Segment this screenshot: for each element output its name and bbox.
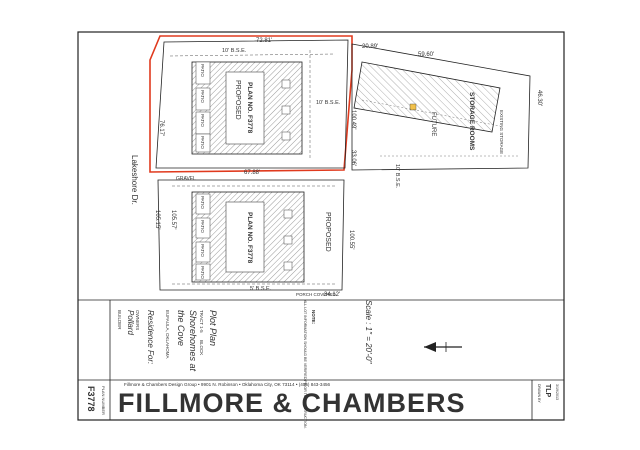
scale-label: Scale : 1" = 20'-0" xyxy=(364,300,373,365)
lower-patio-1: PATIO xyxy=(200,196,205,209)
lower-patio-4: PATIO xyxy=(200,266,205,279)
proposed-upper: PROPOSED xyxy=(234,80,241,120)
drawn-by: TLP xyxy=(544,384,551,398)
dim-right-4: 100.55' xyxy=(348,230,354,250)
existing-label: EXISTING STORAGE xyxy=(499,110,504,154)
residence-for: Residence For: xyxy=(146,310,155,364)
dim-top-3: 59.60' xyxy=(418,52,434,58)
dim-top-1: 72.81' xyxy=(256,38,272,44)
street-label: Lakeshore Dr. xyxy=(130,155,139,205)
dim-top-2: 20.89' xyxy=(362,44,378,50)
lower-lot-line xyxy=(157,179,345,291)
dim-right-1: 46.30' xyxy=(536,90,542,106)
dim-right-3: 33.06' xyxy=(350,150,356,166)
lower-patio-3: PATIO xyxy=(200,244,205,257)
dim-right-5: 34.12' xyxy=(324,292,340,298)
title-block: FILLMORE & CHAMBERS Fillmore & Chambers … xyxy=(78,299,564,429)
storage-building xyxy=(353,61,501,133)
firm-address: Fillmore & Chambers Design Group • 9901 … xyxy=(124,382,331,387)
project-line1: Shorehomes at xyxy=(188,310,198,372)
setback-3: 10' B.S.E. xyxy=(394,164,400,189)
dim-left-1: 76.17' xyxy=(158,120,164,136)
project-location: EUFAULA, OKLAHOMA xyxy=(165,310,170,359)
highlight-boundary xyxy=(149,35,353,173)
lower-plan-label: PLAN NO. F3778 xyxy=(246,212,253,264)
setback-2: 10' B.S.E. xyxy=(316,100,341,106)
firm-name: FILLMORE & CHAMBERS xyxy=(118,388,465,418)
upper-lot-line xyxy=(155,39,349,169)
dim-left-3: 105.15' xyxy=(154,210,160,230)
note-heading: NOTE: xyxy=(311,310,316,325)
upper-patio-1: PATIO xyxy=(200,64,205,77)
upper-plan-label: PLAN NO. F3778 xyxy=(246,82,253,134)
upper-parcel xyxy=(149,35,353,173)
date-value: 3/19/2013 xyxy=(555,384,559,400)
porch-label: PORCH COVERED xyxy=(296,292,337,297)
upper-patio-4: PATIO xyxy=(200,136,205,149)
upper-patio-2: PATIO xyxy=(200,90,205,103)
note-text: ALL LOT INFORMATION SHOULD BE VERIFIED P… xyxy=(303,300,307,429)
storage-label: STORAGE ROOMS xyxy=(468,92,475,151)
builder-label: BUILDER xyxy=(117,310,122,330)
dim-right-2: 100.49' xyxy=(350,110,356,130)
gravel-label: GRAVEL xyxy=(176,176,196,182)
owner-name: Pollard xyxy=(126,310,135,335)
project-line2: the Cove xyxy=(176,310,186,346)
setback-1: 10' B.S.E. xyxy=(222,48,247,54)
setback-4: 5' B.S.E. xyxy=(250,286,272,292)
tract-label: TRACT 1-5 xyxy=(199,310,204,333)
lower-patio-2: PATIO xyxy=(200,220,205,233)
storage-area xyxy=(351,43,531,171)
project-heading: Plot Plan xyxy=(208,310,218,346)
proposed-lower: PROPOSED xyxy=(324,212,331,252)
sheet-number: F3778 xyxy=(86,386,96,412)
drawn-label: DRAWN BY xyxy=(537,384,541,403)
block-label: BLOCK xyxy=(199,340,204,355)
upper-patio-3: PATIO xyxy=(200,114,205,127)
future-label: FUTURE xyxy=(430,112,436,136)
owners-label: OWNERS xyxy=(135,310,140,330)
lower-parcel xyxy=(157,179,345,291)
north-arrow-icon xyxy=(424,342,462,352)
dim-left-2: 67.88' xyxy=(244,170,260,176)
sheet-label: PLAN NUMBER xyxy=(101,386,106,415)
dim-left-4: 105.57' xyxy=(170,210,176,230)
